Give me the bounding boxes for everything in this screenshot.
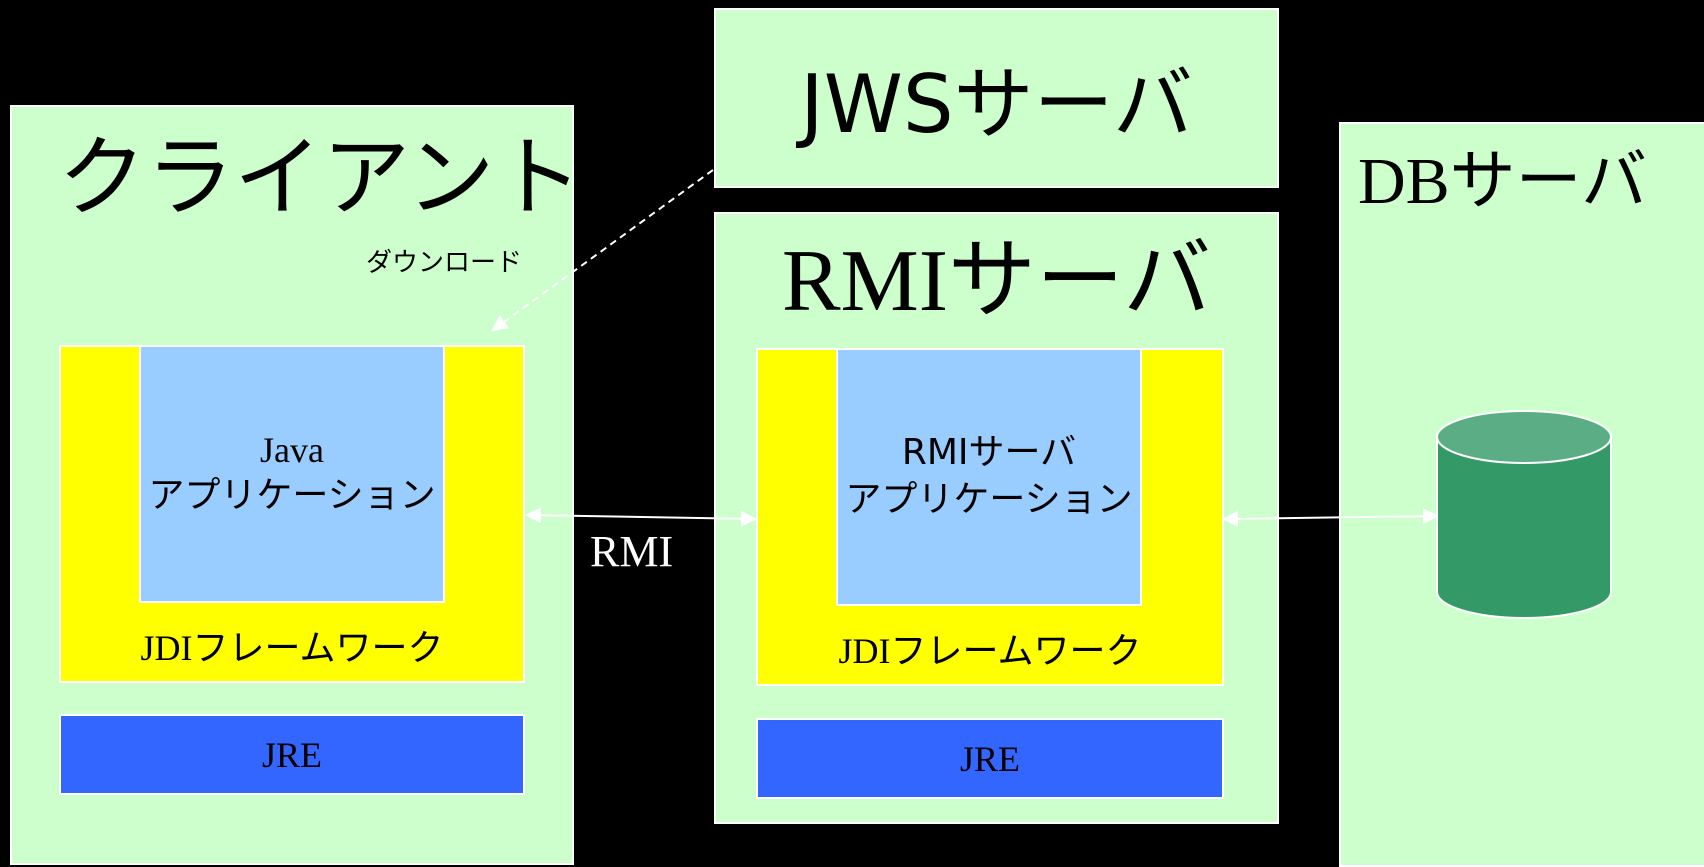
- rmi-server-title: RMIサーバ: [781, 233, 1212, 330]
- rmi-connection-label: RMI: [590, 527, 674, 576]
- download-label: ダウンロード: [366, 248, 523, 278]
- rmi-connection-arrow: [525, 507, 757, 527]
- db-connection-arrow: [1222, 508, 1439, 527]
- rmi-application-box: RMIサーバ アプリケーション: [836, 348, 1142, 606]
- client-title: クライアント: [58, 126, 583, 229]
- rmi-jre-label: JRE: [959, 738, 1020, 779]
- rmi-framework-label: JDIフレームワーク: [838, 631, 1142, 671]
- download-arrow: [491, 169, 714, 332]
- db-server-title: DBサーバ: [1358, 145, 1648, 218]
- client-framework-label: JDIフレームワーク: [140, 628, 444, 668]
- client-application-box: Java アプリケーション: [139, 345, 445, 603]
- client-app-type: アプリケーション: [148, 475, 436, 516]
- jws-server-panel: JWSサーバ: [714, 8, 1279, 188]
- client-jre-label: JRE: [261, 734, 322, 775]
- rmi-app-name: RMIサーバ: [901, 432, 1077, 473]
- jws-server-title: JWSサーバ: [800, 58, 1193, 151]
- client-jre-box: JRE: [59, 714, 525, 795]
- rmi-app-type: アプリケーション: [845, 479, 1133, 520]
- rmi-jre-box: JRE: [756, 718, 1224, 799]
- client-app-name: Java: [260, 430, 324, 470]
- database-cylinder-icon: [1436, 410, 1612, 619]
